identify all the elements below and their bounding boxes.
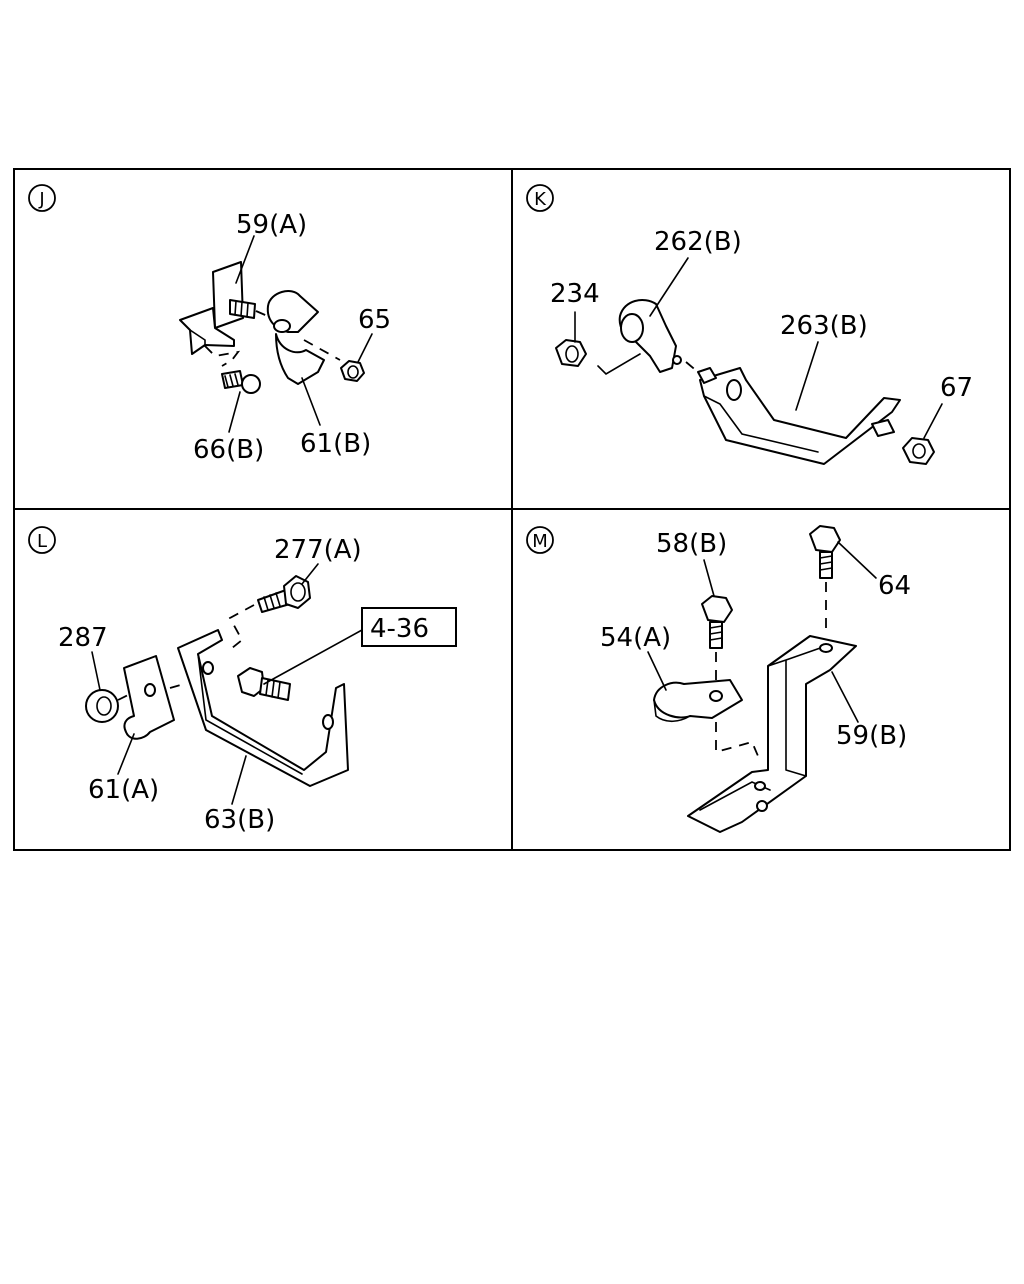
bracket-263b-drawing [685,361,901,465]
svg-text:K: K [534,189,547,210]
label-66b: 66(B) [193,435,264,465]
nut-67-drawing [902,437,935,465]
panel-k-marker: K [526,184,554,212]
diagram-frame [13,168,1011,851]
label-234: 234 [550,279,600,309]
label-277a: 277(A) [274,535,362,565]
panel-m-marker: M [526,526,554,554]
label-287: 287 [58,623,108,653]
panel-k-leaders [574,257,943,439]
bolt-66b-drawing [221,370,261,394]
svg-text:J: J [38,189,44,210]
panel-l: L [28,526,457,835]
clip-262b-drawing [618,299,682,373]
bracket-59b-drawing [687,635,857,833]
bolt-277a-drawing [228,575,311,649]
label-262b: 262(B) [654,227,742,257]
label-59a: 59(A) [236,210,307,240]
nut-65-drawing [340,360,365,382]
nut-287-drawing [85,689,131,723]
panel-m-leaders [647,541,877,723]
bolt-j-drawing [229,299,273,319]
label-64: 64 [878,571,911,601]
nut-234-drawing [555,339,641,376]
label-65: 65 [358,305,391,335]
label-61a: 61(A) [88,775,159,805]
panel-k: K [526,184,973,465]
label-54a: 54(A) [600,623,671,653]
panel-j-marker: J [28,184,56,212]
panel-l-leaders [91,563,363,805]
label-58b: 58(B) [656,529,727,559]
clip-54a-drawing [653,679,759,757]
label-59b: 59(B) [836,721,907,751]
bolt-58b-drawing [701,595,733,690]
label-63b: 63(B) [204,805,275,835]
panel-m: M [526,525,911,833]
reference-box-4-36[interactable]: 4-36 [361,607,457,647]
panel-j: J [28,184,391,465]
clip-61b-drawing [266,290,341,385]
bolt-64-drawing [809,525,841,636]
svg-text:L: L [37,531,47,552]
label-61b: 61(B) [300,429,371,459]
svg-text:M: M [532,531,548,552]
label-67: 67 [940,373,973,403]
bracket-63b-drawing [177,629,349,787]
panel-j-leaders [228,235,373,433]
bolt-nut-l-drawing [237,667,291,701]
panel-l-marker: L [28,526,56,554]
clip-61a-drawing [123,655,185,740]
label-263b: 263(B) [780,311,868,341]
label-4-36: 4-36 [370,614,429,644]
